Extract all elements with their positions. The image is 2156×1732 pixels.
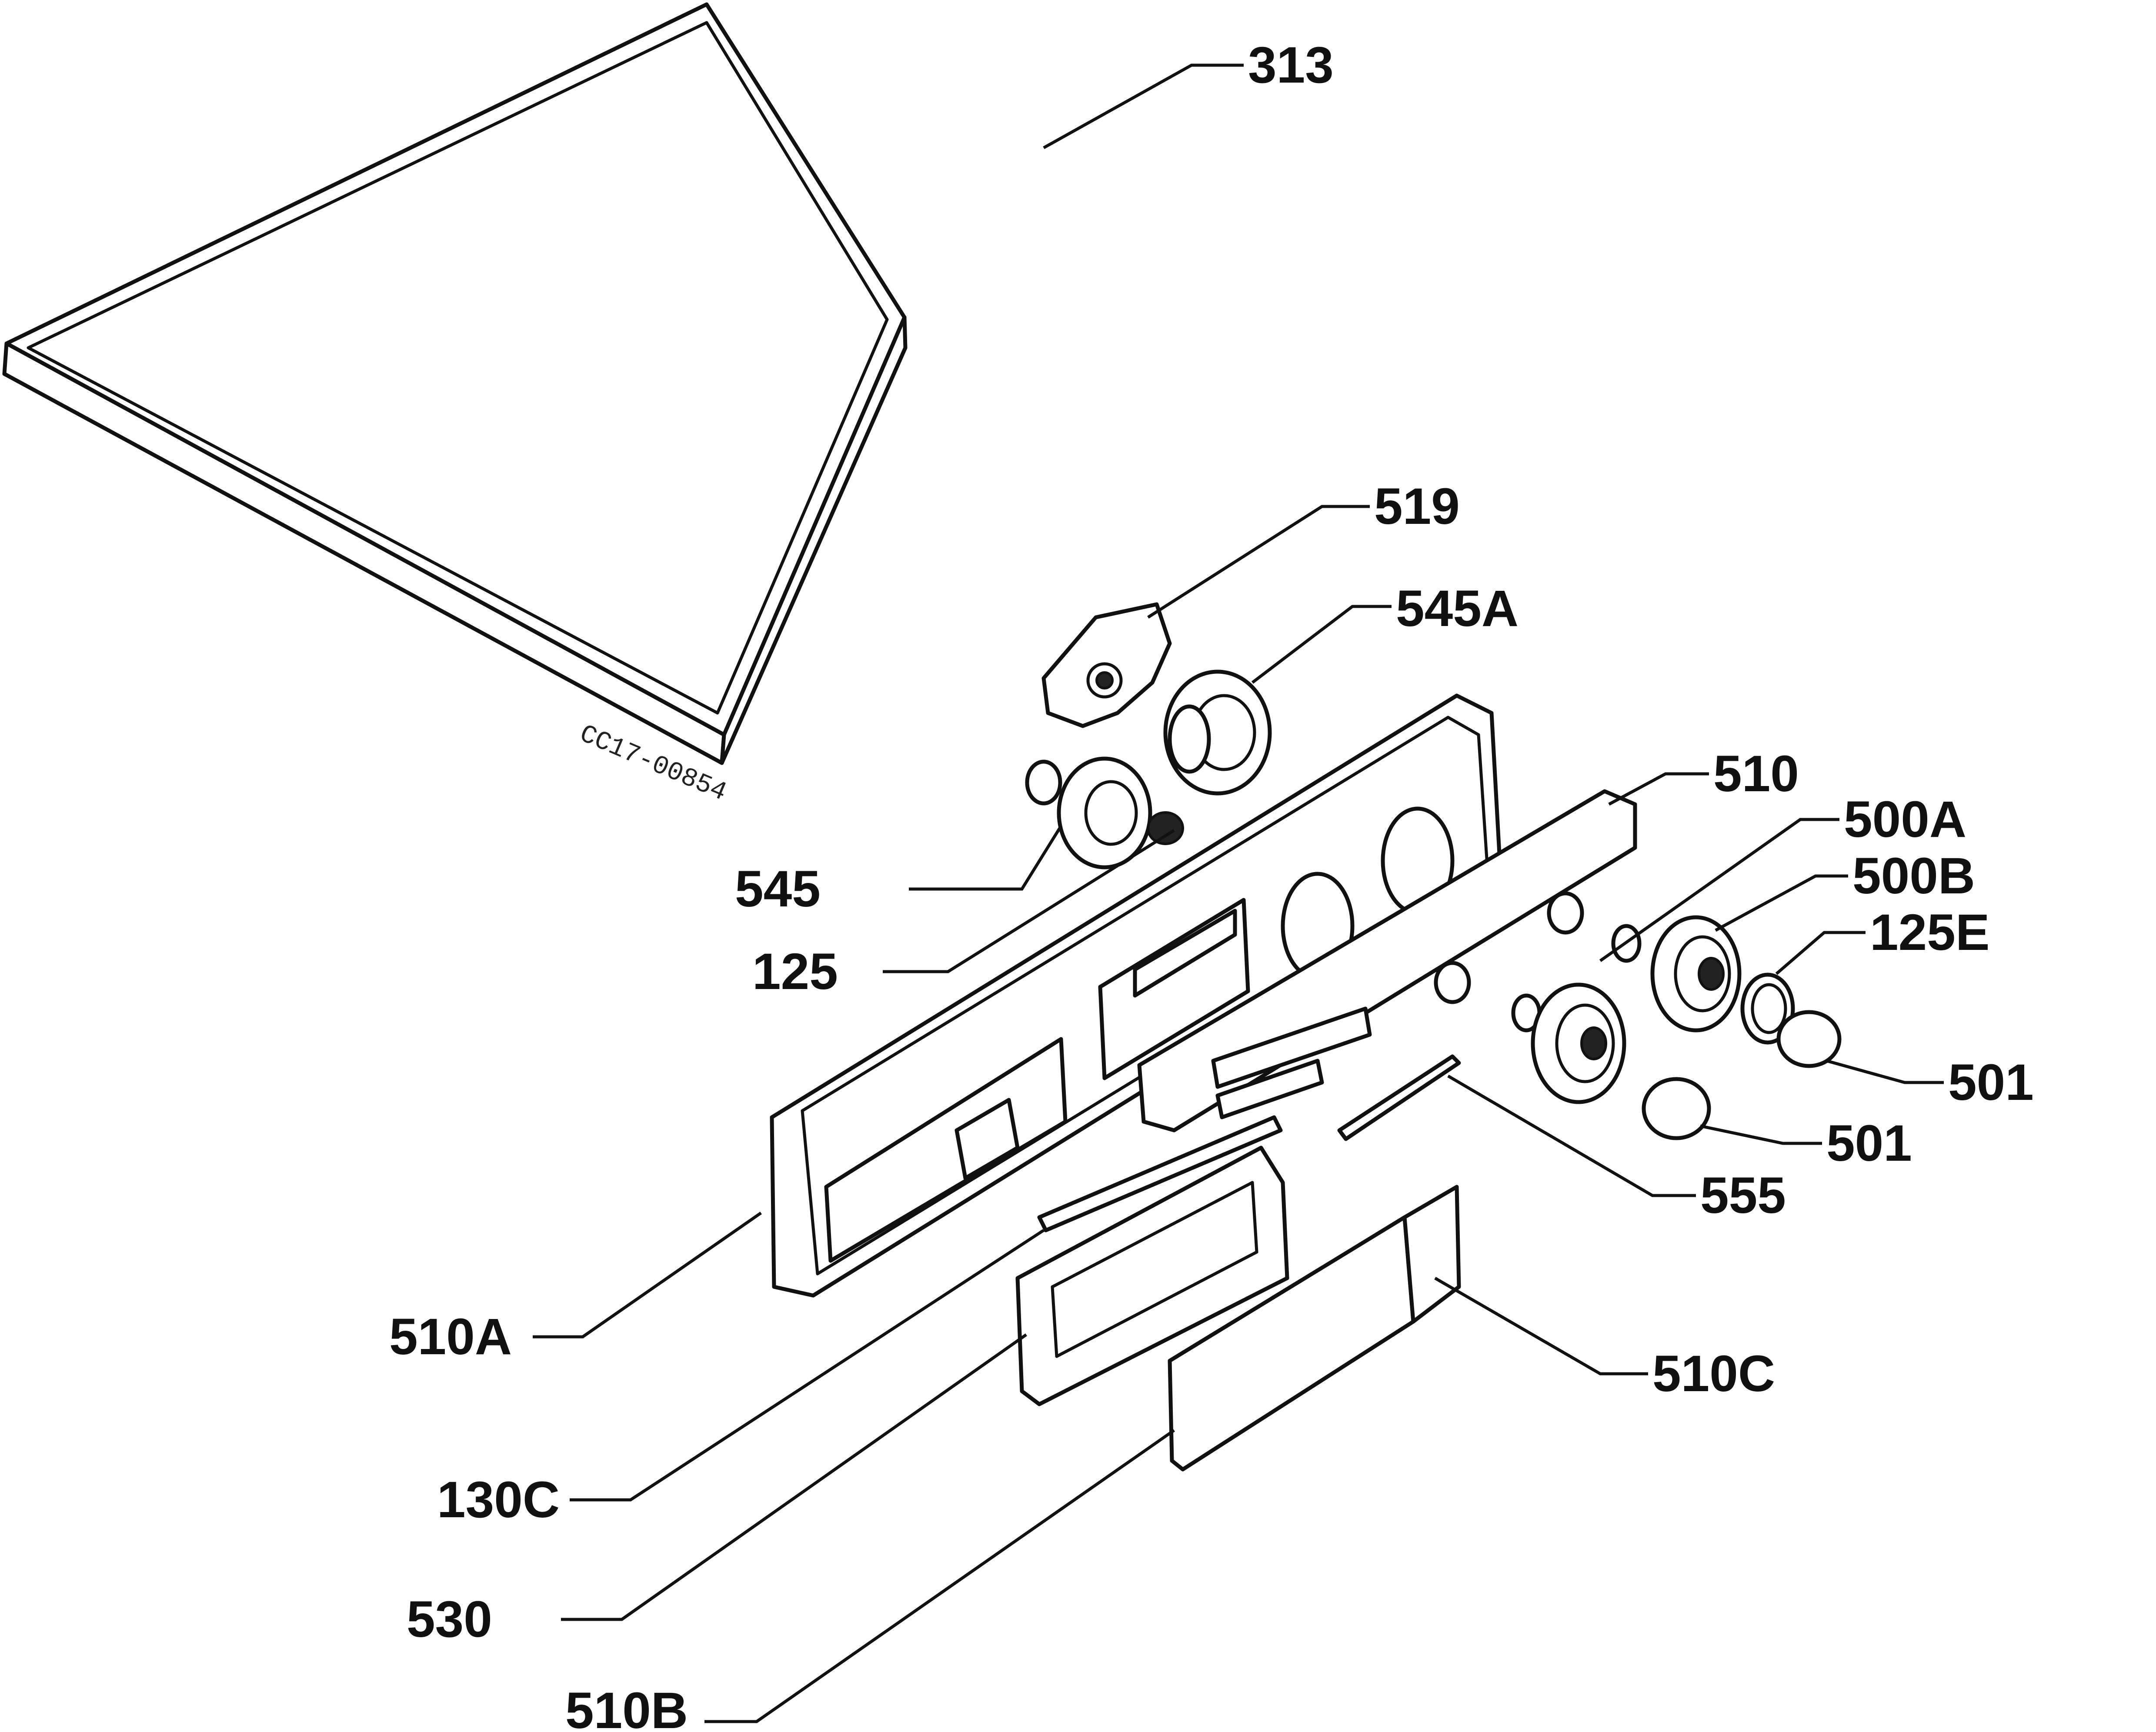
knob-cap-lower xyxy=(1642,1077,1711,1140)
label-510b: 510B xyxy=(565,1682,688,1730)
handle-510b xyxy=(1168,1215,1415,1472)
label-125e: 125E xyxy=(1870,904,1990,961)
knob-500a xyxy=(1511,983,1626,1104)
label-130c: 130C xyxy=(437,1471,560,1529)
label-510c: 510C xyxy=(1652,1345,1775,1402)
fascia-strip xyxy=(1137,789,1637,1132)
drawer-frame-530 xyxy=(1015,1146,1289,1406)
label-500a: 500A xyxy=(1844,791,1966,848)
knob-seal-545 xyxy=(1025,756,1152,869)
label-501-upper: 501 xyxy=(1948,1054,2034,1111)
label-545: 545 xyxy=(735,860,821,918)
knob-seal-545a xyxy=(1163,669,1272,796)
label-519: 519 xyxy=(1374,478,1460,535)
label-545a: 545A xyxy=(1396,580,1519,637)
leader-lines xyxy=(533,63,1944,1723)
worktop-lid xyxy=(2,2,908,765)
label-313: 313 xyxy=(1248,37,1334,94)
knob-cap-upper xyxy=(1776,1010,1842,1068)
label-125: 125 xyxy=(752,943,838,1000)
label-555: 555 xyxy=(1700,1167,1786,1224)
knob-500b xyxy=(1611,915,1742,1033)
label-530: 530 xyxy=(407,1591,492,1648)
bush-125 xyxy=(1147,811,1184,845)
rail-130c xyxy=(1037,1115,1283,1232)
label-510a: 510A xyxy=(389,1308,512,1366)
handle-510c xyxy=(1402,1185,1461,1324)
label-510: 510 xyxy=(1713,745,1799,803)
rod-555 xyxy=(1337,1054,1461,1141)
label-500b: 500B xyxy=(1852,847,1975,905)
label-501-lower: 501 xyxy=(1826,1115,1912,1172)
switch-plate xyxy=(1041,602,1172,728)
